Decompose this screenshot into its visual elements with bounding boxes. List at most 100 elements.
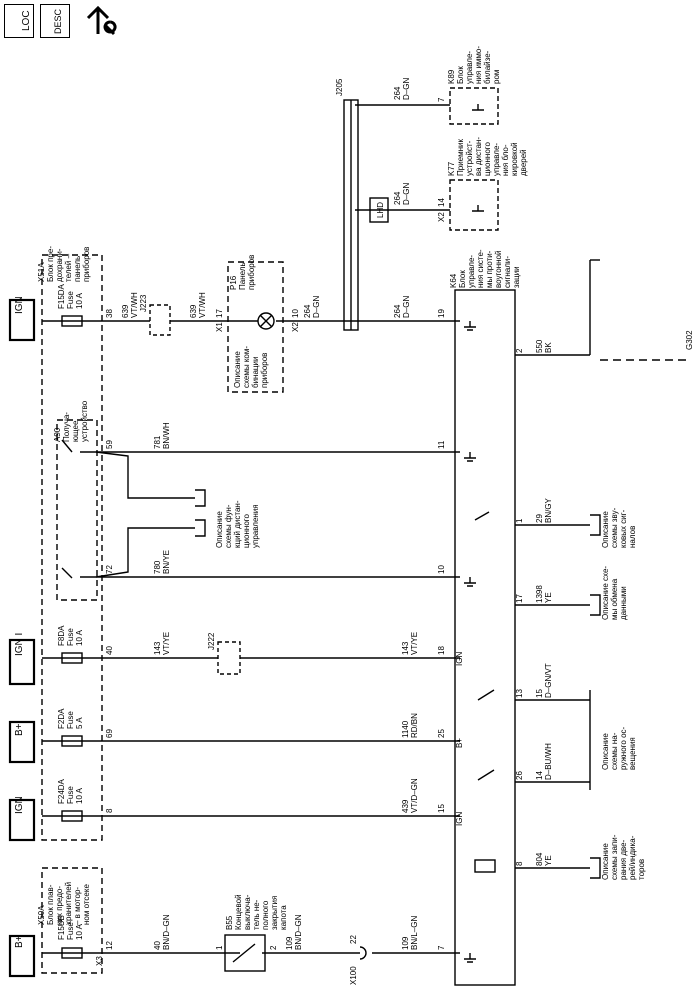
wire-1140-label: 1140RD/BN: [401, 713, 419, 738]
indicator-lamp-icon: [257, 312, 275, 330]
k89-pin-7: 7: [437, 97, 446, 102]
pin-17: 17: [215, 309, 224, 318]
immobilizer-k89-outline: [449, 87, 499, 125]
j222-label: J222: [207, 632, 216, 650]
block-b55-label: B55Концевойвыключа-тель не-полногозакрыт…: [225, 894, 288, 930]
desc-doors-label: Описаниесхемы запи-рания две-рей/индика-…: [601, 834, 646, 880]
k64-ign-a-label: IGN: [455, 812, 464, 826]
alarm-module-k64[interactable]: [454, 289, 516, 986]
k64-pin-7: 7: [437, 945, 446, 950]
block-k77-label: K77Приемникустройст-ва дистан-ционногоуп…: [447, 137, 528, 176]
k64-pin-2: 2: [515, 348, 524, 353]
pin-72: 72: [105, 565, 114, 574]
desc-label: DESC: [53, 8, 63, 34]
k64-pin-17: 17: [515, 594, 524, 603]
k64-pin-18: 18: [437, 646, 446, 655]
connector-j223[interactable]: [149, 304, 171, 336]
wire-264b-label: 264D–GN: [393, 296, 411, 318]
pin-x1: X1: [215, 322, 224, 332]
wire-14-label: 14D–BU/WH: [535, 743, 553, 780]
desc-icon: DESC: [53, 8, 63, 34]
fuse-f2da-label: F2DAFuse5 A: [57, 708, 84, 729]
block-a90-desc-label: Описаниесхемы фун-кций дистан-ционногоуп…: [215, 500, 260, 548]
pin-12: 12: [105, 941, 114, 950]
pin-10: 10: [291, 309, 300, 318]
block-a90-label: A90Получа-ющееустройство: [53, 400, 89, 442]
fuse-block-x50a-outline: [41, 867, 103, 974]
power-b-plus-1: B+: [14, 935, 25, 948]
j205-label: J205: [335, 78, 344, 96]
wire-781-label: 781BN/WH: [153, 422, 171, 449]
wire-439-label: 439VT/D–GN: [401, 778, 419, 813]
block-k64-label: K64Блокуправле-ния систе-мы проти-воугон…: [449, 249, 521, 288]
pin-x3: X3: [95, 956, 104, 966]
k64-ground-10: [464, 577, 476, 587]
wire-264a-label: 264D–GN: [303, 296, 321, 318]
k64-input-8: [474, 859, 496, 873]
k64-ground-11: [464, 452, 476, 462]
wire-143a-label: 143VT/YE: [153, 632, 171, 655]
k64-pin-8: 8: [515, 861, 524, 866]
block-p16-label: P16Панельприборов: [229, 255, 256, 290]
desc-exterior-label: Описаниесхемы на-ружного ос-вещения: [601, 726, 637, 770]
fuse-f24da-label: F24DAFuse10 A: [57, 778, 84, 804]
pin-b55-2: 2: [269, 945, 278, 950]
fuse-f15ub-label: F15UBFuse10 A: [57, 915, 84, 940]
pin-x100: X100: [349, 966, 358, 985]
pin-x2: X2: [291, 322, 300, 332]
wire-264c-label: 264D–GN: [393, 183, 411, 205]
wire-1398-label: 1398YE: [535, 585, 553, 603]
pin-69: 69: [105, 729, 114, 738]
k64-pin-13: 13: [515, 689, 524, 698]
k64-pin-25: 25: [437, 729, 446, 738]
loc-icon: LOC: [21, 10, 32, 31]
block-k89-label: K89Блокуправле-ния иммо-билайзе-ром: [447, 46, 501, 84]
power-ign-2: IGN: [14, 296, 25, 314]
repair-wrench-icon[interactable]: [84, 4, 120, 40]
power-ign-1: IGN: [14, 796, 25, 814]
k64-pin-15: 15: [437, 804, 446, 813]
lhd-box: [369, 197, 389, 223]
pin-22: 22: [349, 935, 358, 944]
remote-function-bracket: [195, 489, 206, 537]
block-x51a-label: X51AБлок пре-дохрани-телей –панельприбор…: [37, 246, 91, 282]
k64-pin-26: 26: [515, 771, 524, 780]
desc-button[interactable]: DESC: [40, 4, 70, 38]
k64-exterior-switches: [477, 689, 495, 781]
pin-38: 38: [105, 309, 114, 318]
power-ign-i: IGN I: [14, 633, 25, 656]
pin-8-fuse: 8: [105, 808, 114, 813]
k77-pin-x2: X2: [437, 212, 446, 222]
wire-639b-label: 639VT/WH: [189, 292, 207, 318]
power-sources: B+ IGN B+ IGN I IGN: [8, 296, 36, 978]
wire-550-label: 550BK: [535, 339, 553, 353]
j223-label: J223: [139, 294, 148, 312]
loc-label: LOC: [21, 10, 32, 31]
inline-connector-x100[interactable]: [359, 946, 367, 960]
k64-b-plus-label: B+: [455, 738, 464, 748]
loc-button[interactable]: LOC: [4, 4, 34, 38]
desc-sound-label: Описаниесхемы зву-ковых сиг-налов: [601, 507, 637, 548]
power-b-plus-2: B+: [14, 723, 25, 736]
hood-switch-b55[interactable]: [224, 934, 266, 972]
desc-data-label: Описание схе-мы обменаданными: [601, 566, 628, 620]
k64-pin-1: 1: [515, 518, 524, 523]
k64-pin-11: 11: [437, 440, 446, 449]
instrument-cluster-p16-outline: [227, 261, 284, 393]
wire-639a-label: 639VT/WH: [121, 292, 139, 318]
wire-29-label: 29BN/GY: [535, 497, 553, 523]
k64-ign-b-label: IGN: [455, 652, 464, 666]
pin-40: 40: [105, 646, 114, 655]
lhd-label: LHD: [376, 202, 385, 218]
fuse-f8da-label: F8DAFuse10 A: [57, 625, 84, 646]
wire-15-label: 15D–GN/VT: [535, 663, 553, 698]
wire-143b-label: 143VT/YE: [401, 632, 419, 655]
receiver-a90-outline: [56, 419, 98, 601]
pin-59: 59: [105, 440, 114, 449]
k64-ground-7: [464, 953, 476, 963]
g302-label: G302: [685, 330, 694, 350]
fuse-f15da-label: F15DAFuse10 A: [57, 283, 84, 309]
wire-264d-label: 264D–GN: [393, 78, 411, 100]
connector-j222[interactable]: [217, 641, 241, 675]
